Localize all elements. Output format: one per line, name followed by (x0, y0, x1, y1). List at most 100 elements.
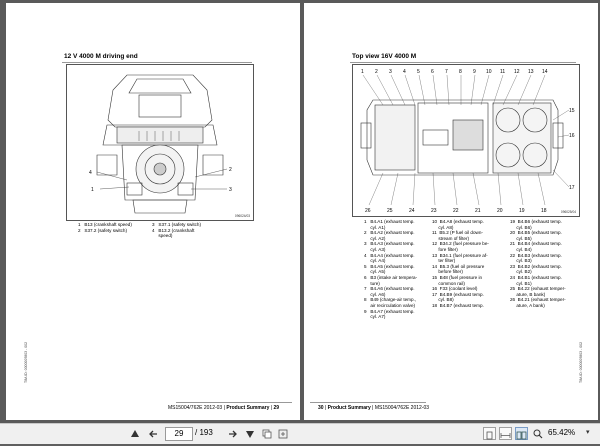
pdf-page-30: Top view 16V 4000 M (304, 3, 598, 420)
footer-doc-number: MS15004/762E 2012-03 (168, 405, 223, 411)
caption-line: cyl. A2) (364, 235, 386, 241)
callout-21: 21 (475, 208, 481, 214)
engine-figure: 1 2 3 4 5 6 7 8 9 10 11 12 13 14 15 16 (352, 64, 580, 217)
caption-column-1: 1 B13 (crankshaft speed) 2 S37.2 (safety… (78, 222, 132, 233)
chevron-down-icon[interactable]: ▾ (586, 429, 590, 436)
footer-section: Product Summary (327, 405, 371, 411)
callout-22: 22 (453, 208, 459, 214)
caption-line: 3 B4.A3 (exhaust temp. (364, 241, 415, 247)
title-rule (62, 62, 252, 63)
caption-column-2: 10 B4.A8 (exhaust temp. cyl. A8) 11 B5.2… (432, 219, 489, 309)
caption-line: before filter) (432, 269, 463, 275)
page-footer: 30 | Product Summary | MS15004/762E 2012… (318, 405, 430, 411)
caption-line: cyl. A3) (364, 246, 386, 252)
caption-line: cyl. B5) (510, 235, 532, 241)
copy-button[interactable] (260, 427, 274, 441)
engine-front-drawing: 4 1 2 3 (89, 74, 232, 214)
pdf-page-29: 12 V 4000 M driving end (6, 3, 300, 420)
caption-line: ature, B bank) (510, 291, 546, 297)
caption-column-2: 3 S37.1 (safety switch) 4 B13.2 (cranksh… (152, 222, 201, 239)
caption-line: cyl. B1) (510, 280, 532, 286)
callout-11: 11 (500, 69, 505, 75)
caption-line: 12 B34.2 (fuel pressure be- (432, 241, 489, 247)
zoom-in-button[interactable] (531, 427, 545, 441)
callout-5: 5 (417, 69, 420, 75)
page-title: Top view 16V 4000 M (352, 53, 417, 60)
callout-3: 3 (389, 69, 392, 75)
figure-id: 096024/03 (234, 214, 250, 218)
callout-20: 20 (497, 208, 503, 214)
side-code: TIM-ID: 0000009803 - 002 (24, 341, 28, 383)
first-page-button[interactable] (128, 427, 142, 441)
callout-2: 2 (229, 167, 232, 173)
arrow-down-icon (246, 431, 254, 438)
caption-line: ature, A bank) (510, 302, 545, 308)
caption-line: cyl. B3) (510, 258, 532, 264)
caption-line: 23 B4.B2 (exhaust temp. (510, 263, 562, 269)
expand-icon (278, 429, 288, 439)
page-footer: MS15004/762E 2012-03 | Product Summary |… (168, 405, 280, 411)
caption-line: fore filter) (432, 246, 458, 252)
fit-width-icon (500, 433, 511, 438)
caption-line: cyl. B8) (432, 297, 454, 303)
callout-25: 25 (387, 208, 393, 214)
page-number-input[interactable]: 29 (165, 427, 193, 441)
page-total: / 193 (195, 428, 213, 437)
caption-column-1: 1 B4.A1 (exhaust temp. cyl. A1) 2 B4.A2 … (364, 219, 417, 320)
callout-1: 1 (361, 69, 364, 75)
fit-page-icon (486, 431, 493, 440)
callout-1: 1 (91, 187, 94, 193)
caption-line: 15 B48 (fuel pressure in (432, 274, 483, 280)
caption-line: 8 B49 (charge-air temp., (364, 297, 417, 303)
fullscreen-button[interactable] (276, 427, 290, 441)
arrow-left-icon (149, 430, 157, 438)
caption-line: 13 B34.1 (fuel pressure af- (432, 252, 488, 258)
footer-rule (310, 402, 426, 403)
caption-line: 9 B4.A7 (exhaust temp. (364, 308, 415, 314)
caption-line: 25 B4.22 (exhaust temper- (510, 286, 566, 292)
zoom-icon (533, 429, 543, 439)
fit-width-button[interactable] (499, 427, 512, 440)
caption-line: 17 B4.B9 (exhaust temp. (432, 291, 484, 297)
callout-2: 2 (375, 69, 378, 75)
title-rule (350, 62, 576, 63)
callout-6: 6 (431, 69, 434, 75)
callout-13: 13 (528, 69, 534, 75)
callout-23: 23 (431, 208, 437, 214)
zoom-level[interactable]: 65.42% (548, 428, 576, 437)
caption-line: cyl. A7) (364, 314, 386, 320)
caption-line: cyl. B2) (510, 269, 532, 275)
figure-id: 096025/04 (560, 210, 576, 214)
arrow-right-icon (229, 430, 237, 438)
caption-line: cyl. A1) (364, 224, 386, 230)
caption-line: 24 B4.B1 (exhaust temp. (510, 274, 562, 280)
caption-line: 7 B4.A6 (exhaust temp. (364, 286, 415, 292)
caption-line: 16 F33 (coolant level) (432, 286, 478, 292)
two-page-icon (516, 431, 527, 440)
caption-line: 1 B4.A1 (exhaust temp. (364, 219, 415, 224)
next-page-button[interactable] (226, 427, 240, 441)
caption-line: 4 B4.A4 (exhaust temp. (364, 252, 415, 258)
engine-top-drawing: 1 2 3 4 5 6 7 8 9 10 11 12 13 14 15 16 (360, 69, 575, 214)
previous-page-button[interactable] (146, 427, 160, 441)
engine-figure: 4 1 2 3 096024/03 (66, 64, 254, 221)
last-page-button[interactable] (243, 427, 257, 441)
callout-4: 4 (403, 69, 406, 75)
callout-14: 14 (542, 69, 548, 75)
caption-line: 6 B3 (intake air tempera- (364, 274, 418, 280)
caption-line: 19 B4.B6 (exhaust temp. (510, 219, 562, 224)
document-viewport[interactable]: 12 V 4000 M driving end (0, 0, 600, 423)
callout-16: 16 (569, 133, 575, 139)
caption-line: 11 B5.2 (P fuel oil down- (432, 230, 483, 236)
callout-18: 18 (541, 208, 547, 214)
two-page-view-button[interactable] (515, 427, 528, 440)
fit-page-button[interactable] (483, 427, 496, 440)
callout-9: 9 (473, 69, 476, 75)
arrow-up-icon (131, 430, 139, 437)
caption-line: 2 S37.2 (safety switch) (78, 227, 128, 233)
callout-19: 19 (519, 208, 525, 214)
caption-line: stream of filter) (432, 235, 470, 241)
caption-line: 22 B4.B3 (exhaust temp. (510, 252, 562, 258)
caption-line: cyl. A5) (364, 269, 386, 275)
callout-8: 8 (459, 69, 462, 75)
